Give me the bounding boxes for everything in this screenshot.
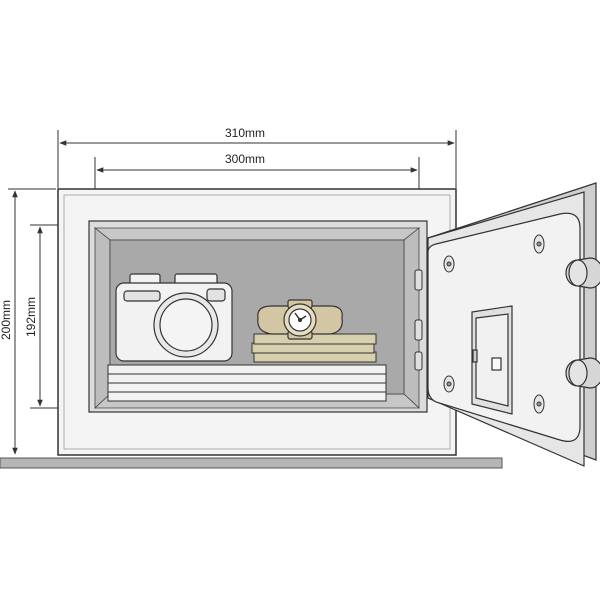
interior-right bbox=[403, 227, 420, 409]
inner-height-label: 192mm bbox=[24, 297, 38, 337]
interior-top bbox=[93, 227, 421, 241]
wristwatch-icon bbox=[257, 299, 343, 340]
camera-icon bbox=[115, 273, 233, 362]
door-screws bbox=[443, 234, 545, 414]
safe-door bbox=[427, 182, 600, 467]
paper-stack-icon bbox=[107, 364, 387, 402]
outer-height-label: 200mm bbox=[0, 300, 13, 340]
floor-bar bbox=[0, 457, 503, 469]
hinge-icon bbox=[414, 269, 423, 371]
outer-width-label: 310mm bbox=[225, 126, 265, 140]
bolt-icon bbox=[565, 257, 600, 389]
keypad-icon bbox=[471, 305, 513, 415]
inner-width-label: 300mm bbox=[225, 152, 265, 166]
banknote-stack-icon bbox=[251, 333, 377, 363]
